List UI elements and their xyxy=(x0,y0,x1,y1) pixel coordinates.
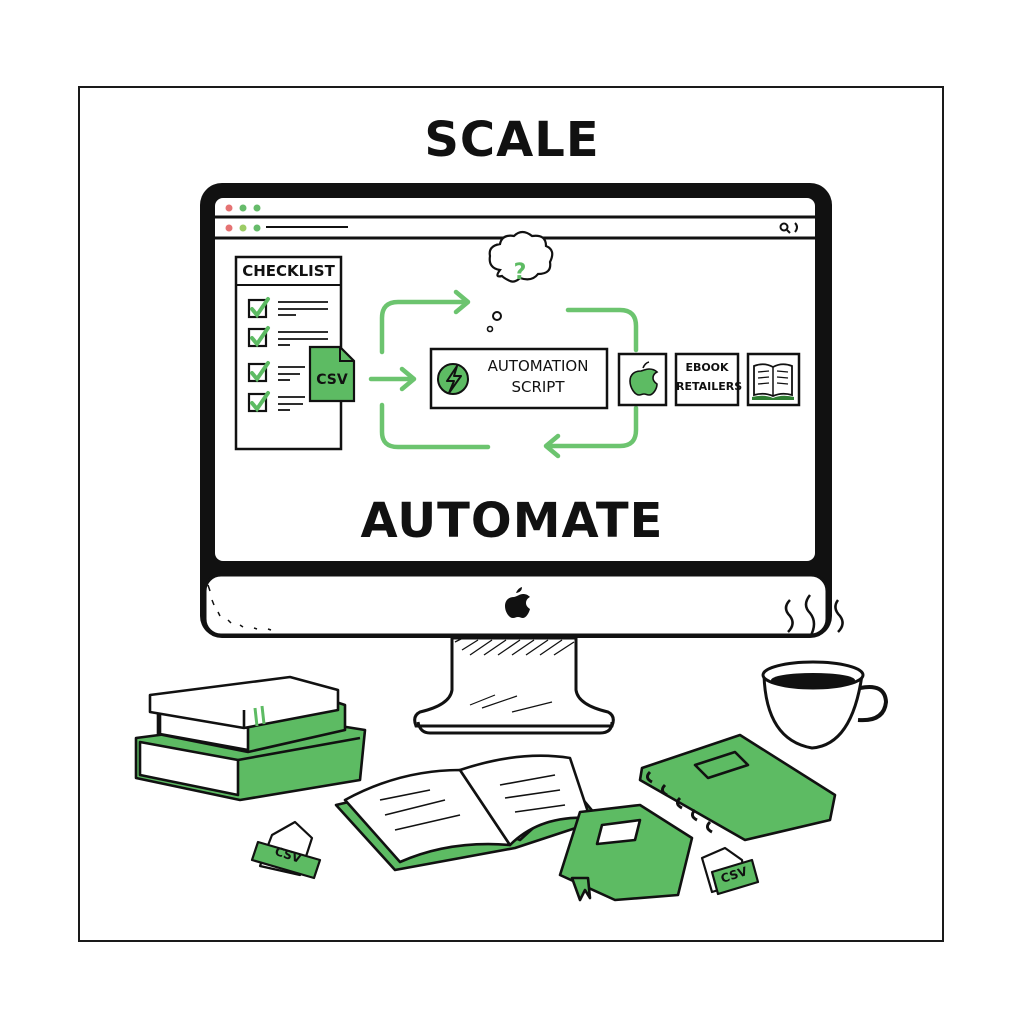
illustration-frame xyxy=(78,86,944,942)
spiral-notebook-icon xyxy=(638,733,837,842)
automation-loop-arrows xyxy=(368,289,639,459)
csv-tag-right-icon xyxy=(700,846,760,896)
ebook-retailers-box xyxy=(674,352,740,407)
ebook-retailers-line1: EBOOK xyxy=(685,361,729,374)
chevron-right-icon[interactable] xyxy=(794,222,798,233)
book-stack-icon xyxy=(134,675,367,802)
open-book-icon xyxy=(752,363,794,400)
thought-question-mark: ? xyxy=(513,260,527,285)
lightning-bolt-icon xyxy=(437,363,469,395)
traffic-light-yellow-icon[interactable] xyxy=(239,204,247,212)
csv-file-label: CSV xyxy=(316,372,348,388)
traffic-light-red-icon[interactable] xyxy=(225,204,233,212)
traffic-light-green-icon[interactable] xyxy=(253,204,261,212)
coffee-cup-icon xyxy=(761,594,889,750)
ebook-retailers-line2: RETAILERS xyxy=(676,380,743,393)
apple-logo-icon xyxy=(505,587,530,618)
apple-books-box xyxy=(617,352,668,407)
csv-tag-left-icon xyxy=(250,820,322,880)
open-book-desk-icon xyxy=(334,754,602,872)
checklist-title: CHECKLIST xyxy=(242,262,335,280)
thought-bubble-icon xyxy=(486,230,554,333)
automation-script-label-line1: AUTOMATION xyxy=(487,357,589,375)
automation-script-label-line2: SCRIPT xyxy=(511,378,565,396)
checklist-document xyxy=(234,255,356,451)
search-icon[interactable] xyxy=(779,222,791,234)
headline-scale: SCALE xyxy=(424,112,600,168)
notebook-icon xyxy=(558,803,694,902)
apple-icon xyxy=(629,361,659,396)
footer-word-automate: AUTOMATE xyxy=(360,493,664,549)
